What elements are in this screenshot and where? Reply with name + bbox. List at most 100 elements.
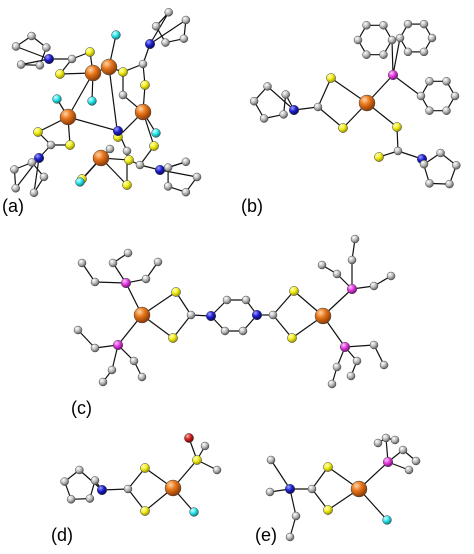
sulfur-atom bbox=[323, 462, 333, 472]
carbon-atom bbox=[153, 257, 163, 267]
halide-atom bbox=[75, 177, 85, 187]
carbon-atom bbox=[307, 484, 317, 494]
sulfur-atom bbox=[323, 505, 333, 515]
carbon-atom bbox=[122, 146, 132, 156]
carbon-atom bbox=[163, 182, 173, 191]
carbon-atom bbox=[332, 269, 342, 279]
carbon-atom bbox=[281, 90, 290, 99]
carbon-atom bbox=[181, 187, 191, 197]
carbon-atom bbox=[425, 106, 434, 115]
bond bbox=[67, 116, 119, 132]
sulfur-atom bbox=[287, 333, 297, 343]
carbon-atom bbox=[129, 356, 139, 366]
sulfur-atom bbox=[149, 141, 159, 151]
carbon-atom bbox=[373, 438, 383, 448]
nitrogen-atom bbox=[154, 164, 166, 176]
carbon-atom bbox=[369, 340, 379, 350]
sulfur-atom bbox=[118, 67, 128, 77]
carbon-atom bbox=[452, 161, 461, 170]
metal-atom bbox=[134, 103, 152, 121]
nitrogen-atom bbox=[112, 125, 124, 137]
panel-label-e: (e) bbox=[255, 525, 277, 545]
sulfur-atom bbox=[326, 73, 336, 83]
carbon-atom bbox=[29, 188, 39, 198]
carbon-atom bbox=[445, 179, 454, 189]
carbon-atom bbox=[135, 160, 145, 170]
carbon-atom bbox=[85, 494, 95, 503]
bond bbox=[270, 459, 291, 490]
carbon-atom bbox=[67, 54, 77, 64]
carbon-atom bbox=[317, 260, 327, 270]
carbon-atom bbox=[11, 42, 21, 51]
halide-atom bbox=[52, 94, 62, 104]
carbon-atom bbox=[222, 295, 232, 305]
bond bbox=[67, 72, 94, 118]
carbon-atom bbox=[141, 274, 151, 284]
carbon-atom bbox=[220, 326, 230, 336]
bond bbox=[317, 106, 344, 129]
nitrogen-atom bbox=[205, 310, 217, 322]
nitrogen-atom bbox=[43, 53, 55, 65]
metal-atom bbox=[59, 108, 77, 126]
bond bbox=[108, 66, 119, 138]
sulfur-atom bbox=[65, 140, 75, 150]
carbon-atom bbox=[353, 35, 363, 45]
carbon-atom bbox=[238, 326, 248, 336]
carbon-atom bbox=[265, 487, 275, 497]
sulfur-atom bbox=[85, 47, 95, 57]
carbon-atom bbox=[118, 90, 128, 100]
carbon-atom bbox=[291, 511, 301, 521]
metal-atom bbox=[100, 58, 118, 76]
carbon-atom bbox=[259, 114, 269, 123]
panel-a-structure bbox=[10, 8, 202, 198]
carbon-atom bbox=[35, 61, 45, 70]
carbon-atom bbox=[249, 96, 259, 106]
carbon-atom bbox=[268, 310, 278, 320]
carbon-atom bbox=[442, 106, 451, 115]
bond bbox=[392, 37, 401, 76]
carbon-atom bbox=[403, 47, 413, 57]
metal-atom bbox=[133, 306, 151, 324]
carbon-atom bbox=[75, 465, 84, 475]
nitrogen-atom bbox=[144, 38, 156, 50]
carbon-atom bbox=[11, 184, 20, 193]
carbon-atom bbox=[403, 19, 413, 29]
nitrogen-atom bbox=[288, 104, 300, 116]
carbon-atom bbox=[347, 255, 357, 265]
sulfur-atom bbox=[338, 123, 348, 133]
carbon-atom bbox=[411, 456, 421, 466]
phosphorus-atom bbox=[339, 341, 351, 353]
carbon-atom bbox=[212, 465, 222, 475]
bond bbox=[272, 314, 293, 339]
sulfur-atom bbox=[140, 463, 150, 473]
carbon-atom bbox=[60, 477, 69, 486]
panel-d-structure bbox=[60, 433, 222, 517]
sulfur-atom bbox=[289, 286, 299, 296]
carbon-atom bbox=[419, 159, 429, 169]
carbon-atom bbox=[379, 21, 388, 30]
carbon-atom bbox=[123, 248, 133, 258]
sulfur-atom bbox=[33, 127, 43, 137]
nitrogen-atom bbox=[251, 309, 263, 321]
bond bbox=[94, 281, 127, 284]
metal-atom bbox=[314, 307, 332, 325]
carbon-atom bbox=[27, 31, 36, 41]
carbon-atom bbox=[442, 77, 451, 86]
metal-atom bbox=[84, 64, 102, 82]
carbon-atom bbox=[395, 33, 405, 43]
carbon-atom bbox=[137, 372, 147, 382]
sulfur-atom bbox=[171, 287, 181, 297]
carbon-atom bbox=[73, 325, 83, 335]
sulfur-atom bbox=[374, 152, 384, 162]
bond bbox=[391, 39, 394, 76]
metal-atom bbox=[92, 149, 110, 167]
bond bbox=[159, 169, 198, 178]
bond bbox=[267, 85, 295, 111]
halide-atom bbox=[151, 128, 161, 138]
carbon-atom bbox=[263, 82, 272, 91]
carbon-atom bbox=[42, 43, 51, 52]
halide-atom bbox=[382, 515, 392, 525]
carbon-atom bbox=[200, 441, 210, 451]
nitrogen-atom bbox=[33, 152, 45, 164]
